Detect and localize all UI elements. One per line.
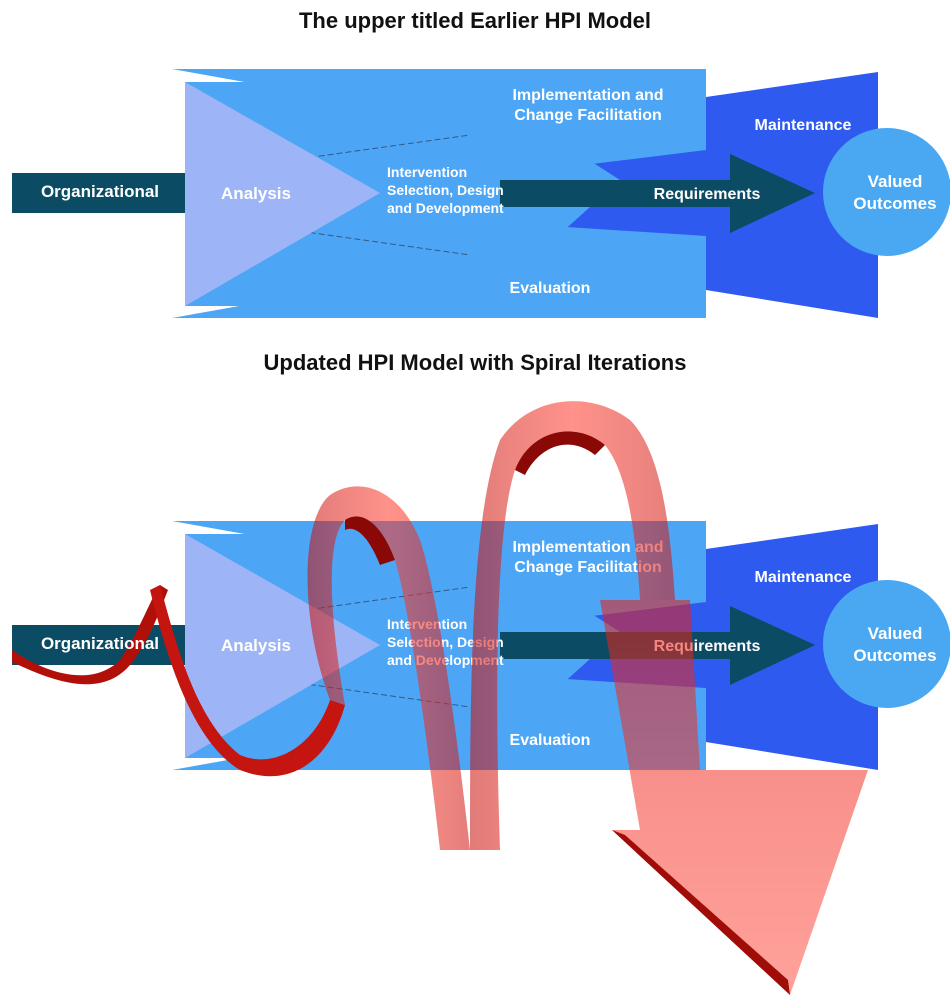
requirements-label: Requirements bbox=[654, 186, 761, 203]
intervention-label-line3: and Development bbox=[387, 200, 504, 216]
implementation-label-line2: Change Facilitation bbox=[514, 559, 662, 576]
organizational-label: Organizational bbox=[41, 634, 159, 653]
spiral-ribbon-front bbox=[307, 401, 868, 995]
analysis-label: Analysis bbox=[221, 184, 291, 203]
maintenance-label: Maintenance bbox=[755, 569, 852, 586]
spiral-ribbon-back bbox=[12, 585, 345, 777]
intervention-label-line1: Intervention bbox=[387, 164, 467, 180]
valued-outcomes-label-line2: Outcomes bbox=[853, 646, 936, 665]
maintenance-label: Maintenance bbox=[755, 117, 852, 134]
valued-outcomes-label-line1: Valued bbox=[868, 624, 923, 643]
top-diagram-labels: Organizational Analysis Implementation a… bbox=[41, 87, 937, 297]
evaluation-label: Evaluation bbox=[510, 732, 591, 749]
valued-outcomes-label-line1: Valued bbox=[868, 172, 923, 191]
top-diagram-title: The upper titled Earlier HPI Model bbox=[298, 8, 652, 33]
implementation-label-line1: Implementation and bbox=[512, 539, 663, 556]
valued-outcomes-label-line2: Outcomes bbox=[853, 194, 936, 213]
implementation-label-line2: Change Facilitation bbox=[514, 107, 662, 124]
bottom-diagram-title: Updated HPI Model with Spiral Iterations bbox=[263, 350, 687, 375]
evaluation-label: Evaluation bbox=[510, 280, 591, 297]
organizational-label: Organizational bbox=[41, 182, 159, 201]
analysis-label: Analysis bbox=[221, 636, 291, 655]
intervention-label-line2: Selection, Design bbox=[387, 182, 504, 198]
implementation-label-line1: Implementation and bbox=[512, 87, 663, 104]
